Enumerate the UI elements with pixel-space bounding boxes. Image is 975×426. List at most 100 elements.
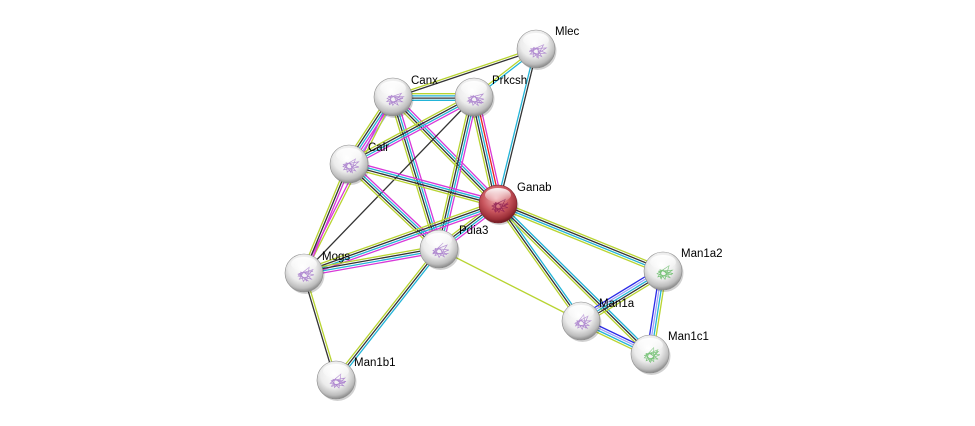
edge-calr-ganab[interactable] <box>347 160 500 208</box>
protein-structure-icon <box>431 242 450 259</box>
node-label: Man1a <box>599 298 635 310</box>
node-highlight <box>461 81 487 95</box>
edge-line-experiments <box>349 160 500 202</box>
edge-line-coexpression <box>498 49 538 205</box>
edge-line-textmining <box>389 97 437 251</box>
edge-line-textmining <box>303 245 439 271</box>
node-prkcsh[interactable]: Prkcsh <box>454 75 527 118</box>
node-pdia3[interactable]: Pdia3 <box>419 225 488 270</box>
node-canx[interactable]: Canx <box>373 75 438 118</box>
edge-line-database <box>304 249 440 275</box>
node-label: Ganab <box>517 182 552 194</box>
edge-line-coexpression <box>498 202 664 271</box>
node-label: Man1a2 <box>681 248 723 260</box>
node-highlight <box>523 33 549 47</box>
edge-ganab-man1c1[interactable] <box>495 201 653 357</box>
node-highlight <box>650 255 676 269</box>
edge-prkcsh-calr[interactable] <box>347 93 476 168</box>
edge-line-experiments <box>441 97 478 250</box>
node-man1c1[interactable]: Man1c1 <box>630 331 709 375</box>
node-highlight <box>637 338 663 352</box>
edge-line-experiments <box>304 251 440 277</box>
edge-canx-mlec[interactable] <box>392 47 537 99</box>
node-highlight <box>485 188 511 202</box>
edge-pdia3-man1b1[interactable] <box>333 247 442 382</box>
edge-line-textmining <box>301 162 348 273</box>
edge-line-experiments <box>394 94 501 203</box>
edge-pdia3-mogs[interactable] <box>303 245 440 277</box>
edge-line-coexpression <box>303 163 350 274</box>
edge-line-coexpression <box>348 164 498 206</box>
edge-line-coexpression <box>347 164 439 251</box>
protein-structure-icon <box>528 43 548 59</box>
edge-line-coexpression <box>335 248 440 381</box>
node-label: Mogs <box>322 251 350 263</box>
node-label: Man1c1 <box>668 331 709 343</box>
edge-line-database <box>499 201 653 353</box>
protein-structure-icon <box>385 92 405 107</box>
protein-structure-icon <box>329 373 347 389</box>
edge-line-coexpression <box>303 202 498 273</box>
node-label: Man1b1 <box>354 357 396 369</box>
node-mlec[interactable]: Mlec <box>516 26 580 70</box>
protein-structure-icon <box>297 266 315 283</box>
node-highlight <box>426 233 452 247</box>
edge-line-textmining <box>347 166 498 208</box>
edge-line-experiments <box>305 164 352 275</box>
node-man1a[interactable]: Man1a <box>561 298 635 342</box>
node-man1a2[interactable]: Man1a2 <box>643 248 723 292</box>
edge-line-textmining <box>496 206 663 275</box>
edge-canx-mogs[interactable] <box>302 96 395 274</box>
edge-line-textmining <box>346 165 438 252</box>
edge-line-textmining <box>438 248 582 322</box>
node-man1b1[interactable]: Man1b1 <box>316 357 396 401</box>
edge-line-database <box>337 249 442 382</box>
node-label: Prkcsh <box>492 75 527 87</box>
node-highlight <box>380 81 406 95</box>
node-calr[interactable]: Calr <box>329 142 389 185</box>
node-highlight <box>336 148 362 162</box>
node-highlight <box>323 364 349 378</box>
node-highlight <box>291 257 317 271</box>
edge-line-database <box>497 204 663 273</box>
edge-line-textmining <box>304 97 395 274</box>
edge-line-coexpression <box>303 247 439 273</box>
node-label: Mlec <box>555 26 580 38</box>
edge-line-database <box>349 162 499 204</box>
edge-line-coexpression <box>437 96 474 249</box>
edge-ganab-man1a2[interactable] <box>496 200 665 275</box>
edge-line-coexpression <box>497 203 651 355</box>
protein-structure-icon <box>466 93 485 107</box>
protein-structure-icon <box>574 313 593 331</box>
edge-line-coexpression <box>393 49 537 99</box>
edge-ganab-mogs[interactable] <box>302 200 500 277</box>
edge-line-experiments <box>304 206 500 277</box>
protein-structure-icon <box>491 198 510 214</box>
node-label: Calr <box>368 142 389 154</box>
protein-structure-icon <box>656 264 674 280</box>
edge-prkcsh-mogs[interactable] <box>303 96 475 274</box>
edge-line-database <box>304 204 499 275</box>
edge-line-experiments <box>302 96 393 273</box>
node-mogs[interactable]: Mogs <box>284 251 350 294</box>
protein-structure-icon <box>643 346 661 364</box>
edge-calr-mogs[interactable] <box>301 162 352 275</box>
edge-line-textmining <box>392 47 536 97</box>
edge-ganab-mlec[interactable] <box>496 48 538 205</box>
node-highlight <box>568 305 594 319</box>
edge-canx-ganab[interactable] <box>390 94 501 207</box>
edge-line-coexpression <box>303 96 475 274</box>
edge-line-coexpression <box>497 203 582 322</box>
edge-line-coexpression <box>348 95 474 164</box>
node-label: Pdia3 <box>459 225 488 237</box>
edge-line-database <box>393 95 500 204</box>
edge-line-coexpression <box>391 97 498 206</box>
node-ganab[interactable]: Ganab <box>478 182 552 225</box>
edge-line-database <box>496 48 536 204</box>
edge-pdia3-man1a[interactable] <box>438 248 582 322</box>
edge-line-database <box>349 97 475 166</box>
edge-line-textmining <box>498 200 665 269</box>
edge-line-textmining <box>333 247 438 380</box>
